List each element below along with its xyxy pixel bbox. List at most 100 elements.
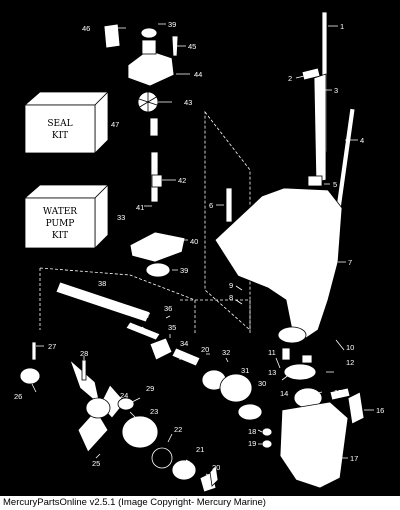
water-pump-kit-line-1: WATER — [43, 207, 77, 217]
callout-34: 34 — [180, 339, 188, 348]
part-45-screw — [171, 35, 179, 57]
part-23-gear — [121, 415, 159, 449]
callout-17: 17 — [350, 454, 358, 463]
seal-kit-line-2: KIT — [52, 131, 68, 141]
part-39-seal — [145, 262, 171, 278]
callout-7: 7 — [348, 258, 352, 267]
water-pump-kit-line-2: PUMP — [46, 219, 75, 229]
water-pump-kit-line-3: KIT — [52, 231, 68, 241]
callout-4: 4 — [360, 136, 364, 145]
callout-12: 12 — [346, 358, 354, 367]
callout-43: 43 — [184, 98, 192, 107]
callout-39: 39 — [180, 266, 188, 275]
leader-lines — [31, 23, 374, 477]
callout-30: 30 — [258, 379, 266, 388]
callout-1: 1 — [340, 22, 344, 31]
callout-39-top: 39 — [168, 20, 176, 29]
callout-labels: 1 2 3 4 5 6 7 8 9 10 11 12 13 14 15 16 1… — [14, 20, 384, 472]
callout-25: 25 — [92, 459, 100, 468]
callout-41: 41 — [136, 203, 144, 212]
callout-35: 35 — [168, 323, 176, 332]
callout-29: 29 — [146, 384, 154, 393]
callout-11: 11 — [268, 348, 276, 357]
part-42-key — [151, 174, 163, 188]
callout-27: 27 — [48, 342, 56, 351]
callout-23: 23 — [150, 407, 158, 416]
water-pump-stack — [103, 23, 186, 278]
dashed-outline-gearcase — [204, 110, 251, 331]
callout-24: 24 — [120, 391, 128, 400]
part-39-seal-top — [140, 27, 158, 39]
callout-22: 22 — [174, 425, 182, 434]
part-18-washer — [261, 427, 273, 437]
callout-28: 28 — [80, 349, 88, 358]
part-22-oring — [151, 447, 173, 469]
seal-kit-box[interactable]: SEAL KIT — [23, 91, 109, 154]
callout-18: 18 — [248, 427, 256, 436]
callout-9: 9 — [229, 281, 233, 290]
part-46-grommet — [103, 23, 121, 49]
part-16-trim-tab — [347, 391, 365, 425]
dashed-outline-shaft — [180, 299, 251, 335]
part-20-seal-b — [209, 465, 219, 487]
part-43-impeller — [135, 90, 161, 114]
callout-8: 8 — [229, 293, 233, 302]
callout-38: 38 — [98, 279, 106, 288]
callout-6: 6 — [209, 201, 213, 210]
part-17-lower-gearcase — [279, 401, 349, 489]
part-34-gear — [171, 347, 201, 367]
part-12-pin — [301, 354, 313, 364]
part-11-pin — [281, 347, 291, 361]
part-27-pin — [31, 341, 37, 361]
part-38-shaft — [55, 281, 151, 323]
part-13-bearing — [283, 363, 317, 381]
callout-32: 32 — [222, 348, 230, 357]
callout-37: 37 — [142, 311, 150, 320]
part-28-pin — [81, 359, 87, 381]
part-6-stud — [225, 187, 233, 223]
part-15-screw — [329, 387, 351, 401]
callout-33: 33 — [117, 213, 125, 222]
seal-kit-line-1: SEAL — [47, 119, 72, 129]
image-copyright-caption: MercuryPartsOnline v2.5.1 (Image Copyrig… — [0, 496, 400, 510]
part-30-washer — [237, 403, 263, 421]
callout-10: 10 — [346, 343, 354, 352]
callout-31: 31 — [241, 366, 249, 375]
part-41-driveshaft-segment — [149, 117, 159, 137]
callout-20-lower: 20 — [212, 463, 220, 472]
part-19-nut — [261, 439, 273, 449]
water-pump-kit-box[interactable]: WATER PUMP KIT — [23, 184, 109, 249]
callout-13: 13 — [268, 368, 276, 377]
part-3-shaft — [313, 73, 327, 183]
dashed-outline-lower — [39, 267, 196, 335]
part-31-gear — [219, 373, 253, 403]
callout-42: 42 — [178, 176, 186, 185]
callout-19: 19 — [248, 439, 256, 448]
part-37-pin — [125, 321, 161, 341]
part-5-nut — [307, 175, 323, 187]
part-10-gasket — [277, 326, 307, 344]
part-40-plate — [129, 231, 186, 263]
callout-46: 46 — [82, 24, 90, 33]
callout-45: 45 — [188, 42, 196, 51]
callout-3: 3 — [334, 86, 338, 95]
callout-20: 20 — [201, 345, 209, 354]
part-24-washer — [117, 397, 135, 411]
part-26-nut — [19, 367, 41, 385]
part-7-gear-housing — [214, 187, 343, 339]
callout-16: 16 — [376, 406, 384, 415]
part-35-clutch — [149, 337, 173, 361]
callout-40: 40 — [190, 237, 198, 246]
callout-5: 5 — [333, 180, 337, 189]
exploded-parts-diagram: SEAL KIT WATER PUMP KIT — [14, 11, 384, 493]
callout-47: 47 — [111, 120, 119, 129]
callout-15: 15 — [334, 388, 342, 397]
callout-14: 14 — [280, 389, 288, 398]
callout-26: 26 — [14, 392, 22, 401]
part-21-bearing — [171, 459, 197, 481]
part-44-pump-housing — [127, 49, 175, 87]
part-25-propeller — [69, 358, 126, 453]
part-44-tube — [141, 39, 157, 55]
callout-21: 21 — [196, 445, 204, 454]
